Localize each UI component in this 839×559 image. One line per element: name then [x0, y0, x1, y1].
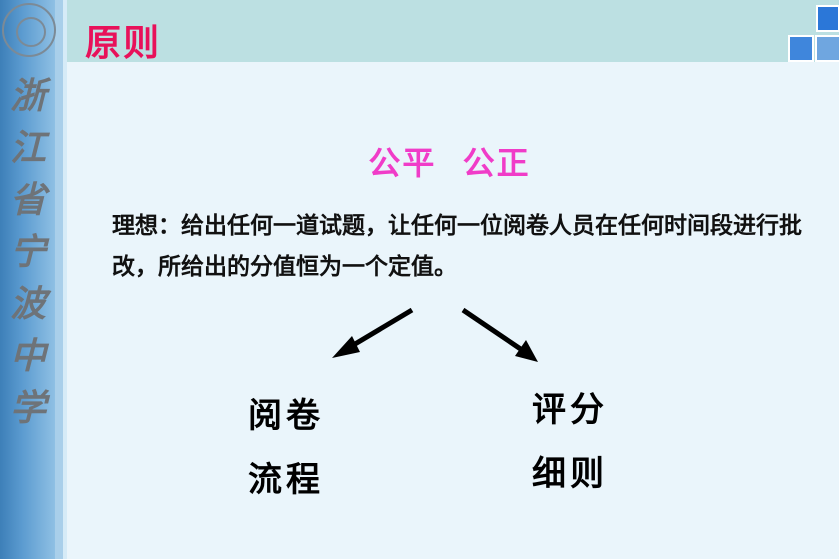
deco-square [815, 35, 839, 62]
arrow-left-icon [332, 307, 414, 358]
header-band [67, 0, 839, 62]
deco-square [788, 35, 814, 62]
right-branch-line1: 评分 [532, 390, 608, 430]
school-name-vertical: 浙江省宁波中学 [10, 75, 47, 429]
left-branch-line1: 阅卷 [248, 396, 324, 436]
ideal-paragraph: 理想：给出任何一道试题，让任何一位阅卷人员在任何时间段进行批改，所给出的分值恒为… [112, 213, 802, 280]
right-branch-line2: 细则 [532, 454, 608, 494]
left-branch-line2: 流程 [248, 460, 324, 500]
slide-subtitle: 公平 公正 [368, 144, 531, 182]
arrow-right-icon [461, 307, 538, 362]
sidebar-strip [55, 0, 63, 559]
slide-title: 原则 [85, 23, 162, 64]
sidebar-strip-light [63, 0, 67, 559]
sidebar-band [0, 0, 55, 559]
school-logo [2, 3, 56, 57]
